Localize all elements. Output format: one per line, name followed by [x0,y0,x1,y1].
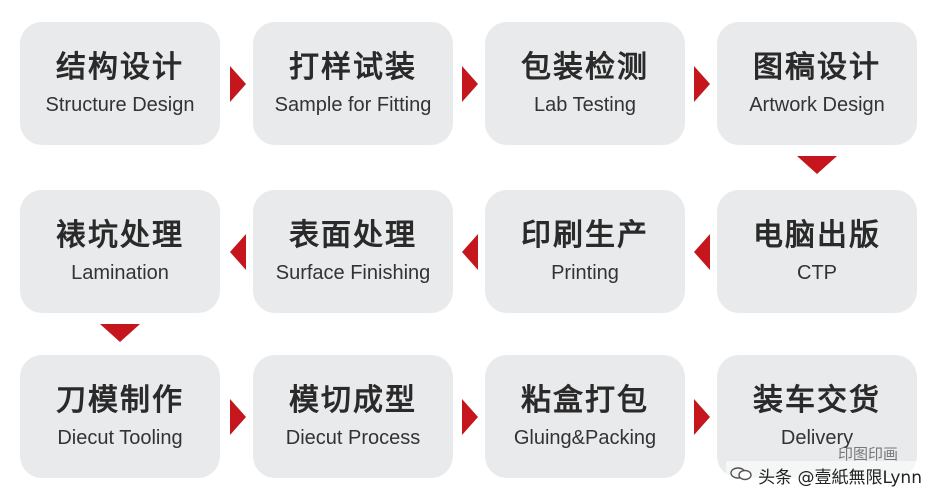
arrow-left-icon [462,234,478,270]
step-en-label: Structure Design [45,93,195,116]
step-diecut-process: 模切成型 Diecut Process [253,355,453,478]
step-zh-label: 打样试装 [289,50,417,86]
step-structure-design: 结构设计 Structure Design [20,22,220,145]
step-en-label: Printing [551,261,619,284]
arrow-right-icon [694,399,710,435]
step-zh-label: 刀模制作 [56,383,184,419]
step-en-label: Diecut Process [285,426,421,449]
step-ctp: 电脑出版 CTP [717,190,917,313]
step-surface-finishing: 表面处理 Surface Finishing [253,190,453,313]
step-en-label: Sample for Fitting [274,93,432,116]
step-zh-label: 结构设计 [56,50,184,86]
step-en-label: Lamination [71,261,169,284]
chat-bubble-icon [730,466,752,486]
step-zh-label: 电脑出版 [753,218,881,254]
arrow-right-icon [694,66,710,102]
step-en-label: CTP [797,261,837,284]
arrow-right-icon [462,66,478,102]
step-gluing-packing: 粘盒打包 Gluing&Packing [485,355,685,478]
step-en-label: Gluing&Packing [513,426,657,449]
step-zh-label: 表面处理 [289,218,417,254]
step-lab-testing: 包装检测 Lab Testing [485,22,685,145]
arrow-down-icon [100,324,140,342]
arrow-left-icon [230,234,246,270]
step-zh-label: 裱坑处理 [56,218,184,254]
step-sample-fitting: 打样试装 Sample for Fitting [253,22,453,145]
step-en-label: Lab Testing [534,93,636,116]
arrow-down-icon [797,156,837,174]
arrow-right-icon [230,66,246,102]
step-zh-label: 粘盒打包 [521,383,649,419]
step-zh-label: 印刷生产 [521,218,649,254]
step-lamination: 裱坑处理 Lamination [20,190,220,313]
step-en-label: Surface Finishing [275,261,431,284]
arrow-right-icon [462,399,478,435]
step-diecut-tooling: 刀模制作 Diecut Tooling [20,355,220,478]
watermark-credit-text: 头条 @壹紙無限Lynn [758,468,922,488]
step-zh-label: 图稿设计 [753,50,881,86]
watermark-logo: 印图印画 [837,445,898,463]
step-zh-label: 模切成型 [289,383,417,419]
watermark-credit: 头条 @壹紙無限Lynn [726,461,926,490]
step-artwork-design: 图稿设计 Artwork Design [717,22,917,145]
arrow-left-icon [694,234,710,270]
step-en-label: Artwork Design [749,93,885,116]
arrow-right-icon [230,399,246,435]
step-zh-label: 装车交货 [753,383,881,419]
step-delivery: 装车交货 Delivery [717,355,917,478]
step-printing: 印刷生产 Printing [485,190,685,313]
step-en-label: Diecut Tooling [57,426,183,449]
step-zh-label: 包装检测 [521,50,649,86]
step-en-label: Delivery [780,426,854,449]
